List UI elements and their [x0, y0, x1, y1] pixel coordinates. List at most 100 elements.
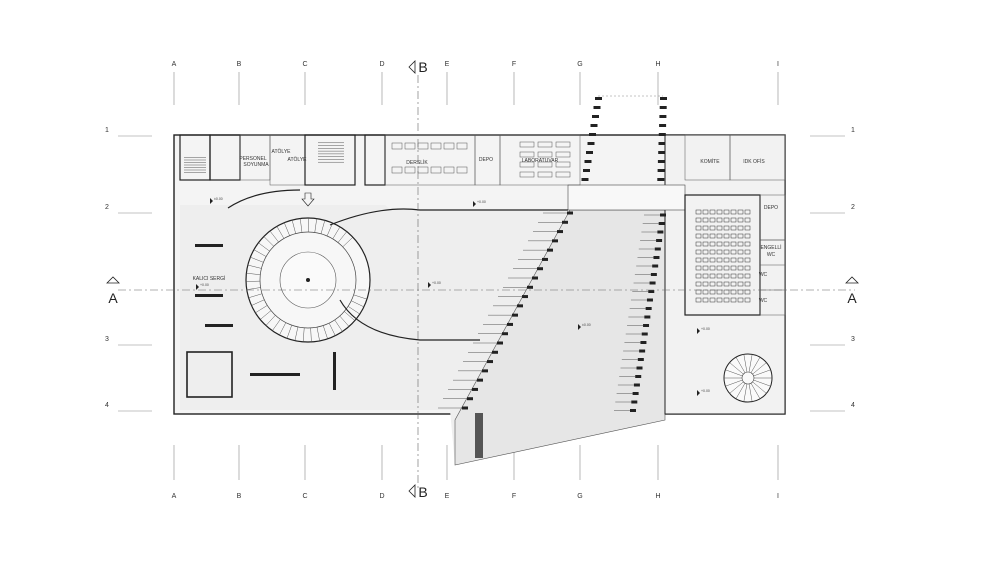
- auditorium-seat: [709, 281, 716, 287]
- auditorium-seat: [744, 209, 751, 215]
- auditorium-seat: [716, 233, 723, 239]
- partition-box: [186, 351, 233, 398]
- cascade-block-top-right: [659, 115, 667, 118]
- cascade-block-top-right: [657, 169, 665, 172]
- spiral-tread: [310, 327, 312, 342]
- lab-bench: [555, 141, 571, 148]
- auditorium-seat: [702, 217, 709, 223]
- auditorium-seat: [695, 257, 702, 263]
- grid-col-label-bottom: I: [777, 493, 779, 500]
- spiral-tread: [286, 325, 292, 339]
- label-engelli: ENGELLİ: [760, 244, 781, 251]
- auditorium-seat: [744, 249, 751, 255]
- cascade-block-top-left: [584, 160, 592, 163]
- spiral-tread: [291, 220, 296, 234]
- grid-row-label-right: 4: [851, 402, 855, 409]
- section-marker-right-arrow: [845, 276, 859, 284]
- auditorium-seat: [709, 273, 716, 279]
- auditorium-seat: [702, 225, 709, 231]
- cascade-block: [637, 358, 644, 361]
- cascade-block: [532, 276, 538, 280]
- auditorium-seat: [744, 241, 751, 247]
- stair-treads-left: [184, 157, 206, 173]
- top-rooms: [179, 134, 786, 186]
- auditorium-seat: [716, 289, 723, 295]
- cascade-block: [660, 213, 666, 217]
- spiral-tread: [326, 222, 333, 237]
- room-idk-ofis: [729, 134, 786, 181]
- auditorium-seat: [730, 297, 737, 303]
- spiral-stair-tread: [748, 383, 753, 402]
- grid-col-label-bottom: E: [445, 493, 450, 500]
- label-idk-ofis: IDK OFİS: [743, 158, 765, 165]
- cascade-block: [644, 315, 651, 319]
- lab-bench: [519, 161, 535, 168]
- cascade-block: [656, 239, 663, 242]
- spiral-tread: [269, 230, 279, 243]
- spiral-tread: [320, 220, 326, 234]
- partition-5: [333, 352, 336, 390]
- spiral-stair-tread: [735, 383, 746, 399]
- hall-curve-top: [329, 208, 568, 226]
- spiral-tread: [314, 218, 317, 233]
- grid-col-label-top: E: [445, 61, 450, 68]
- section-marker-left-arrow: [106, 276, 120, 284]
- cascade-block: [512, 313, 518, 317]
- cascade-block: [636, 366, 643, 370]
- auditorium-seat: [744, 281, 751, 287]
- cascade-block: [547, 248, 553, 252]
- room-labels: ATÖLYE ATÖLYE PERSONEL SOYUNMA DERSLİK D…: [193, 148, 782, 304]
- cascade-block: [639, 349, 646, 353]
- auditorium-seat: [695, 281, 702, 287]
- cascade-block: [507, 322, 513, 326]
- spiral-stair-tread: [729, 381, 744, 394]
- spiral-ramp-center: [306, 278, 310, 282]
- cascade-block: [658, 222, 665, 225]
- cascade-block: [472, 387, 478, 391]
- level-marks: ±0.00 +0.00 +0.00 +0.00 ±0.00 +0.00 +0.0…: [196, 197, 710, 396]
- auditorium-seat: [744, 233, 751, 239]
- lab-bench: [519, 171, 535, 178]
- spiral-tread: [276, 226, 285, 239]
- cascade-block: [652, 264, 659, 268]
- auditorium-seat: [716, 273, 723, 279]
- auditorium-seat: [709, 209, 716, 215]
- cascade-block: [462, 406, 468, 410]
- spiral-tread: [353, 294, 368, 300]
- label-personel: PERSONEL: [239, 156, 266, 162]
- auditorium-seat: [744, 217, 751, 223]
- auditorium-seat: [730, 209, 737, 215]
- partition-4: [250, 373, 300, 376]
- level-mark-7: +0.00: [697, 389, 710, 396]
- auditorium-seat: [737, 217, 744, 223]
- spiral-tread: [334, 319, 343, 332]
- auditorium-seat: [709, 249, 716, 255]
- cascade-block-top-left: [586, 151, 593, 154]
- cascade-block-top-left: [592, 115, 599, 118]
- spiral-stair-tread: [743, 354, 748, 373]
- auditorium-seat: [737, 273, 744, 279]
- cascade-block: [641, 332, 648, 336]
- cascade-block: [654, 247, 661, 251]
- cascade-steps-left: [438, 211, 573, 410]
- label-komite: KOMİTE: [700, 158, 720, 165]
- spiral-stair-tread: [752, 381, 767, 394]
- lab-bench: [519, 151, 535, 158]
- grid-col-label-bottom: C: [302, 493, 307, 500]
- cascade-steps-top: [581, 95, 667, 181]
- auditorium-seat: [744, 273, 751, 279]
- level-mark-6: +0.00: [697, 327, 710, 334]
- auditorium-seat: [723, 249, 730, 255]
- auditorium-seat: [695, 249, 702, 255]
- svg-text:±0.00: ±0.00: [582, 323, 591, 327]
- lab-bench: [555, 151, 571, 158]
- auditorium-seat: [709, 265, 716, 271]
- spiral-tread: [294, 326, 299, 341]
- spiral-tread: [258, 242, 270, 252]
- grid-col-label-top: C: [302, 61, 307, 68]
- lab-bench: [555, 161, 571, 168]
- cascade-block: [477, 378, 483, 382]
- lab-bench: [519, 141, 535, 148]
- spiral-tread: [255, 305, 268, 314]
